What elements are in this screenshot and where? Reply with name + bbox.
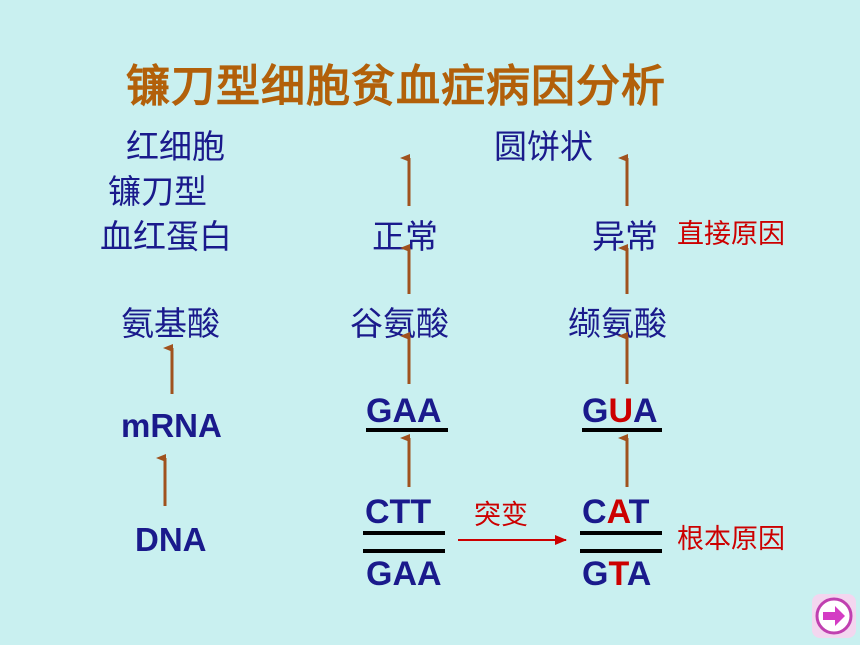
abnormal-codon-underline	[582, 428, 662, 432]
normal-dna-top: CTT	[365, 493, 432, 531]
abnormal-amino-acid: 缬氨酸	[568, 304, 667, 343]
abnormal-dna-top: CAT	[582, 493, 649, 532]
cell-type-label: 镰刀型	[108, 172, 207, 211]
arrow-right-icon	[815, 597, 853, 635]
normal-dna-bar-top	[363, 531, 445, 535]
abnormal-codon: GUA	[582, 392, 658, 431]
abnormal-dna-bar-top	[580, 531, 662, 535]
normal-codon-underline	[366, 428, 448, 432]
normal-amino-acid: 谷氨酸	[350, 304, 449, 343]
abnormal-dna-bottom: GTA	[582, 555, 651, 594]
page-title: 镰刀型细胞贫血症病因分析	[126, 61, 666, 112]
normal-dna-bar-bottom	[363, 549, 445, 553]
abnormal-cell-shape: 圆饼状	[494, 127, 593, 166]
mutation-label: 突变	[474, 500, 528, 531]
dna-top-base-mutated: A	[606, 493, 629, 531]
direct-cause-label: 直接原因	[677, 219, 785, 250]
dna-bottom-base-3: A	[626, 555, 652, 593]
dna-top-base-3: T	[628, 493, 650, 531]
mrna-label: mRNA	[121, 407, 222, 444]
normal-codon: GAA	[366, 392, 442, 430]
codon-base-3: A	[633, 392, 658, 430]
next-slide-button[interactable]	[812, 594, 856, 638]
root-cause-label: 根本原因	[677, 524, 785, 555]
protein-label: 血红蛋白	[100, 217, 232, 256]
codon-base-mutated: U	[608, 392, 634, 430]
dna-label: DNA	[135, 521, 207, 558]
dna-bottom-base-mutated: T	[608, 555, 627, 593]
amino-acid-label: 氨基酸	[121, 304, 220, 343]
normal-dna-bottom: GAA	[366, 555, 442, 593]
dna-bottom-base-1: G	[582, 555, 609, 593]
abnormal-dna-bar-bottom	[580, 549, 662, 553]
cell-label: 红细胞	[126, 127, 225, 166]
dna-top-base-1: C	[582, 493, 607, 531]
codon-base-1: G	[582, 392, 609, 430]
